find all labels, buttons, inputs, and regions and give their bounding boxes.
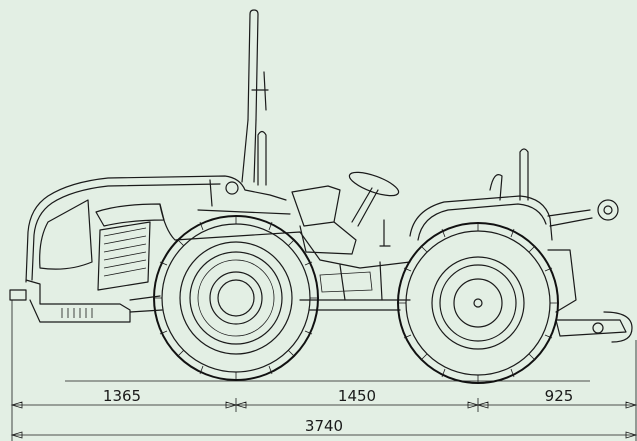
front-wheel xyxy=(153,215,319,381)
dimension-chain-upper xyxy=(10,401,637,409)
dimension-overall xyxy=(10,431,637,439)
rear-wheel xyxy=(397,222,559,384)
seat xyxy=(291,185,357,255)
steering-wheel xyxy=(348,171,400,247)
rear-hitch xyxy=(547,199,633,343)
dim-front-overhang: 1365 xyxy=(103,387,141,405)
front-axle-link xyxy=(129,295,163,313)
rops-roll-bar xyxy=(241,9,269,186)
dim-wheelbase: 1450 xyxy=(338,387,376,405)
dim-overall-length: 3740 xyxy=(305,417,343,435)
front-bumper xyxy=(9,279,131,323)
dim-rear-overhang: 925 xyxy=(545,387,574,405)
rear-fender xyxy=(409,148,553,241)
